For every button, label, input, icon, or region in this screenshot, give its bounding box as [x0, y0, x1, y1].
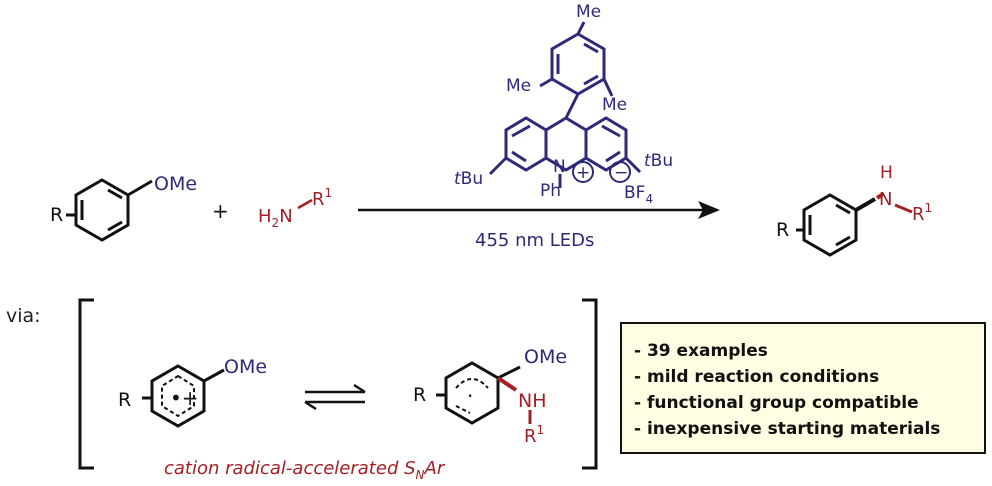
catalyst-ph-label: Ph: [540, 181, 561, 201]
catalyst-me-top-label: Me: [576, 2, 601, 22]
product-r1-label: R1: [912, 201, 932, 225]
svg-text:−: −: [614, 163, 628, 183]
intermediate2-r1-label: R1: [524, 423, 544, 447]
negative-charge-icon: −: [609, 161, 631, 183]
reaction-arrow: [358, 201, 720, 219]
svg-text:+: +: [576, 163, 590, 183]
product-r-label: R: [776, 219, 789, 241]
feature-item: - functional group compatible: [634, 393, 919, 413]
plus-sign: +: [212, 199, 229, 223]
features-box: - 39 examples - mild reaction conditions…: [620, 322, 986, 454]
acridinium-catalyst: [488, 21, 642, 188]
catalyst-n-label: N: [553, 157, 566, 177]
feature-item: - inexpensive starting materials: [634, 419, 941, 439]
equilibrium-arrows: [304, 383, 366, 411]
catalyst-me-right-label: Me: [602, 95, 627, 115]
sigma-complex-cn-bond: [496, 376, 518, 392]
feature-item: - mild reaction conditions: [634, 367, 880, 387]
radical-dot-icon: ·: [467, 384, 473, 408]
amine-reagent: H2N R1: [258, 186, 332, 230]
positive-charge-icon: +: [572, 161, 594, 183]
left-bracket: [78, 298, 94, 470]
amine-r1-label: R1: [312, 186, 332, 210]
product-n-label: N: [879, 189, 892, 210]
anisole-substrate: [66, 178, 153, 242]
amine-h2n-label: H2N: [258, 206, 293, 230]
aniline-product: [796, 193, 877, 257]
radical-cation-intermediate: [142, 364, 225, 428]
catalyst-bf4-label: BF4: [624, 183, 653, 206]
sigma-complex-intermediate: [436, 361, 521, 425]
product-h-label: H: [880, 163, 893, 183]
substrate-r-label: R: [50, 204, 63, 226]
conditions-label: 455 nm LEDs: [475, 230, 594, 251]
substrate-ome-label: OMe: [154, 173, 197, 195]
intermediate1-r-label: R: [118, 389, 131, 411]
via-label: via:: [6, 305, 41, 327]
product-nhr1: [875, 192, 913, 214]
radical-cation-icon: •+: [170, 386, 199, 410]
catalyst-tbu-left-label: tBu: [454, 169, 483, 189]
intermediate2-r-label: R: [413, 384, 426, 406]
intermediate1-ome-label: OMe: [224, 356, 267, 378]
right-bracket: [582, 298, 598, 470]
catalyst-tbu-right-label: tBu: [644, 151, 673, 171]
catalyst-me-left-label: Me: [506, 76, 531, 96]
intermediate2-nh-label: NH: [518, 390, 547, 412]
feature-item: - 39 examples: [634, 341, 768, 361]
intermediate2-ome-label: OMe: [524, 346, 567, 368]
mechanism-caption: cation radical-accelerated SNAr: [164, 458, 446, 482]
